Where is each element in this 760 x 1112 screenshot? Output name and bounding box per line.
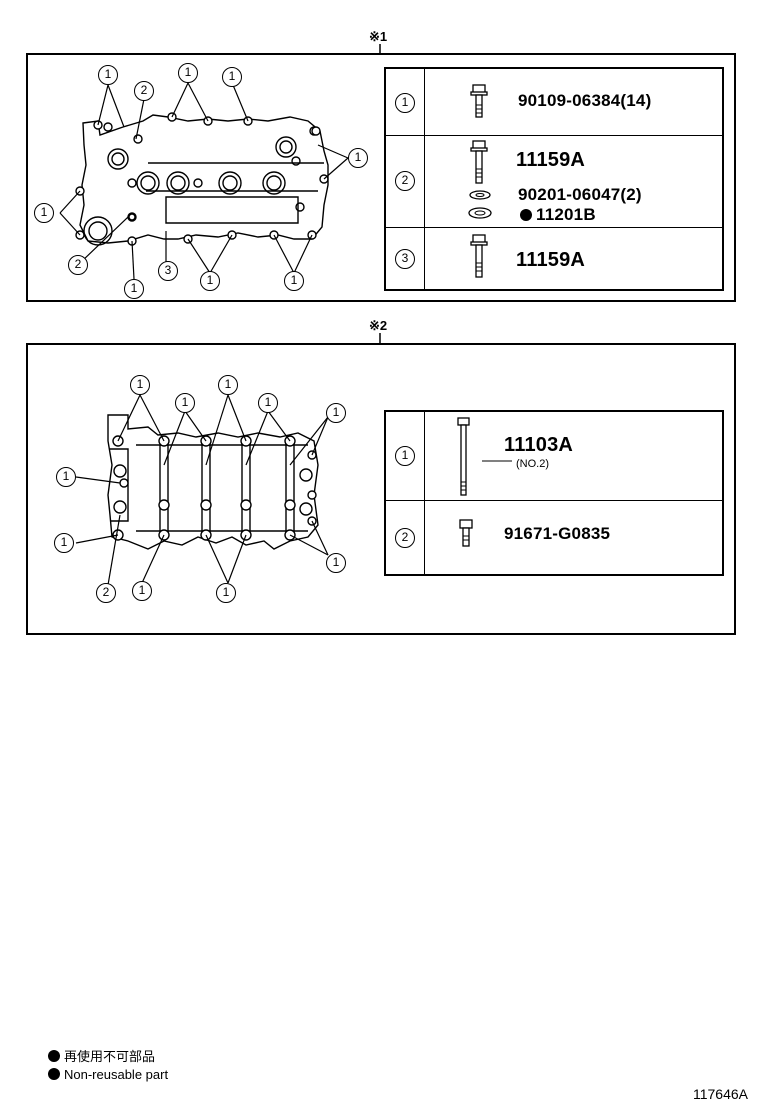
callout: 1 [130, 375, 150, 395]
figure-number: 117646A [692, 1086, 748, 1102]
callout: 1 [34, 203, 54, 223]
callout: 1 [132, 581, 152, 601]
section-2-panel: 1 1 1 1 1 1 1 2 1 1 1 1 11103A (NO.2) 2 [26, 343, 736, 635]
parts-table-1: 1 90109-06384(14) 2 11159A [384, 67, 724, 291]
ref-number: 3 [395, 249, 415, 269]
section-1-panel: 1 2 1 1 1 1 2 3 1 1 1 1 90109-06384(14) … [26, 53, 736, 302]
washer-icon [468, 190, 492, 219]
bolt-icon [470, 140, 488, 184]
non-reusable-dot-icon [48, 1050, 60, 1062]
callout: 1 [326, 553, 346, 573]
callout: 3 [158, 261, 178, 281]
callout: 1 [98, 65, 118, 85]
part-note: (NO.2) [516, 458, 549, 470]
bolt-icon [470, 234, 488, 278]
callout: 1 [124, 279, 144, 299]
callout: 1 [216, 583, 236, 603]
parts-table-2: 1 11103A (NO.2) 2 91671-G0835 [384, 410, 724, 576]
callout: 1 [56, 467, 76, 487]
bolt-icon [470, 84, 488, 118]
callout: 1 [54, 533, 74, 553]
bolt-icon [459, 519, 473, 547]
callout: 1 [326, 403, 346, 423]
cylinder-head-cover-drawing [59, 82, 349, 280]
callout: 1 [175, 393, 195, 413]
part-number[interactable]: 11159A [516, 149, 586, 171]
callout: 1 [258, 393, 278, 413]
callout: 1 [218, 375, 238, 395]
part-number[interactable]: 11103A [504, 434, 574, 456]
ref-number: 1 [395, 446, 415, 466]
section-1-leader [379, 44, 381, 54]
callout: 2 [68, 255, 88, 275]
part-number: 11201B [536, 205, 596, 224]
section-1-label: ※1 [369, 29, 388, 44]
ref-number: 2 [395, 528, 415, 548]
section-2-leader [379, 333, 381, 344]
callout: 1 [222, 67, 242, 87]
callout: 2 [96, 583, 116, 603]
part-number[interactable]: 90109-06384(14) [518, 91, 652, 110]
note-leader [482, 460, 512, 462]
cylinder-block-drawing [75, 394, 329, 586]
section-2-label: ※2 [369, 318, 388, 333]
non-reusable-dot-icon [48, 1068, 60, 1080]
part-number[interactable]: 90201-06047(2) [518, 185, 642, 204]
ref-number: 1 [395, 93, 415, 113]
part-number[interactable]: 91671-G0835 [504, 524, 611, 543]
long-bolt-icon [457, 417, 470, 496]
non-reusable-part[interactable]: 11201B [520, 205, 596, 225]
non-reusable-dot-icon [520, 209, 532, 221]
ref-number: 2 [395, 171, 415, 191]
callout: 1 [284, 271, 304, 291]
callout: 1 [348, 148, 368, 168]
legend-jp: 再使用不可部品 [48, 1046, 155, 1065]
part-number[interactable]: 11159A [516, 249, 586, 271]
legend-jp-text: 再使用不可部品 [64, 1049, 156, 1064]
legend-en: Non-reusable part [48, 1067, 168, 1082]
callout: 2 [134, 81, 154, 101]
legend-en-text: Non-reusable part [64, 1067, 169, 1082]
callout: 1 [178, 63, 198, 83]
callout: 1 [200, 271, 220, 291]
